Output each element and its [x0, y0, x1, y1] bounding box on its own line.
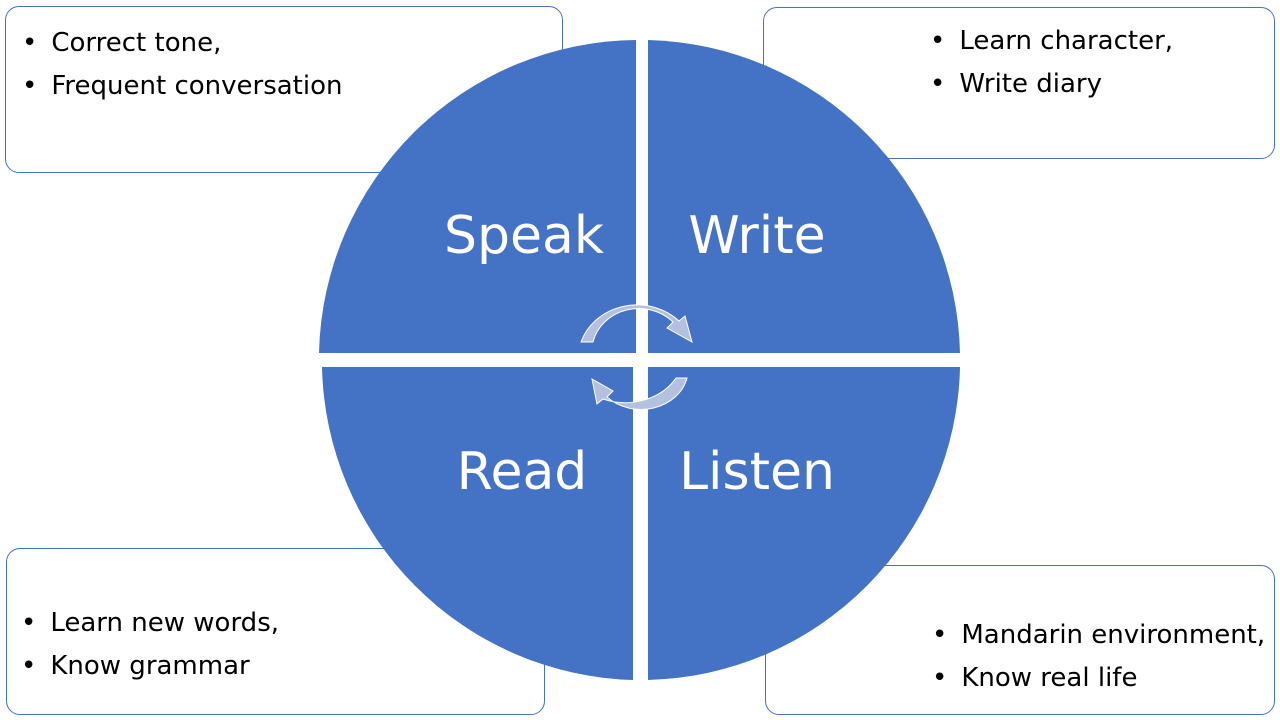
quadrant-listen	[648, 367, 960, 680]
note-item: Frequent conversation	[22, 65, 342, 108]
quadrant-label-write: Write	[688, 206, 826, 266]
note-item: Mandarin environment,	[932, 614, 1265, 657]
quadrant-label-speak: Speak	[444, 206, 604, 266]
note-item: Write diary	[930, 63, 1173, 106]
note-item: Know grammar	[21, 645, 279, 688]
note-item: Correct tone,	[22, 22, 342, 65]
note-item: Know real life	[932, 657, 1265, 700]
note-item: Learn new words,	[21, 602, 279, 645]
quadrant-read	[322, 367, 633, 680]
cycle-arrow-top-icon	[580, 304, 693, 344]
quadrant-label-read: Read	[456, 442, 588, 502]
note-item: Learn character,	[930, 20, 1173, 63]
cycle-arrow-bottom-icon	[591, 377, 688, 410]
quadrant-speak	[319, 40, 636, 353]
quadrant-write	[648, 40, 960, 353]
quadrant-label-listen: Listen	[679, 442, 835, 502]
